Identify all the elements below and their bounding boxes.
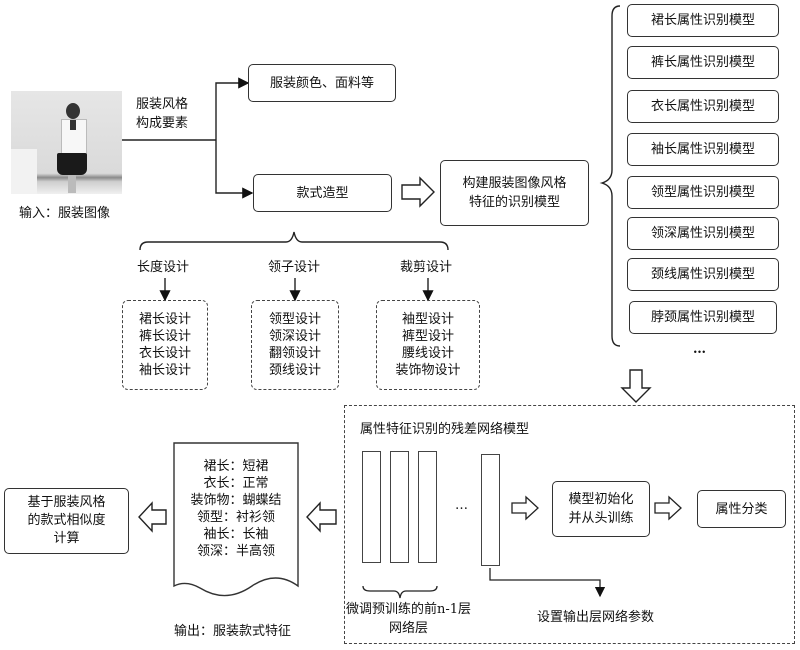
figure-skirt: [57, 153, 87, 175]
hollow-arrow-right-icon: [401, 176, 435, 208]
design-item: 颈线设计: [268, 363, 321, 378]
style-shape-box: 款式造型: [253, 174, 392, 212]
hollow-arrow-down-icon: [620, 369, 652, 403]
output-features-list: 裙长：短裙 衣长：正常 装饰物：蝴蝶结 领型：衬衫领 袖长：长袖 领深：半高领: [174, 458, 298, 560]
feature-line: 袖长：长袖: [203, 527, 269, 542]
init-training-box: 模型初始化 并从头训练: [552, 481, 650, 537]
similarity-line-1: 基于服装风格: [27, 495, 106, 510]
length-design-group: 裙长设计 裤长设计 衣长设计 袖长设计: [122, 300, 208, 390]
design-item: 翻领设计: [268, 346, 321, 361]
output-layer: [481, 454, 500, 566]
attribute-model-box: 袖长属性识别模型: [627, 133, 779, 166]
feature-line: 装饰物：蝴蝶结: [190, 493, 282, 508]
cut-design-title: 裁剪设计: [400, 260, 453, 275]
layers-brace: [362, 585, 438, 599]
feature-line: 领型：衬衫领: [196, 510, 275, 525]
attribute-model-box: 裙长属性识别模型: [627, 4, 779, 37]
output-document-shape: [173, 442, 299, 597]
output-layer-arrow: [489, 568, 606, 598]
pretrained-label-line-1: 微调预训练的前n-1层: [346, 602, 472, 617]
length-design-title: 长度设计: [137, 260, 190, 275]
layers-ellipsis: …: [455, 498, 468, 513]
more-models-ellipsis: …: [693, 342, 706, 357]
design-item: 装饰物设计: [395, 363, 461, 378]
input-clothing-image: [11, 91, 122, 194]
network-layer: [418, 451, 437, 563]
output-layer-params-label: 设置输出层网络参数: [537, 610, 655, 625]
hollow-arrow-right-icon-2: [511, 495, 539, 521]
feature-line: 裙长：短裙: [203, 459, 269, 474]
design-item: 领深设计: [268, 329, 321, 344]
design-item: 衣长设计: [138, 346, 191, 361]
style-elements-line-2: 构成要素: [136, 116, 189, 131]
collar-design-group: 领型设计 领深设计 翻领设计 颈线设计: [251, 300, 339, 390]
attribute-model-box: 裤长属性识别模型: [627, 46, 779, 79]
design-item: 袖长设计: [138, 363, 191, 378]
design-item: 裙长设计: [138, 312, 191, 327]
color-fabric-box: 服装颜色、面料等: [248, 64, 396, 102]
network-layer: [390, 451, 409, 563]
figure-legs: [68, 175, 76, 193]
input-caption: 输入：服装图像: [19, 206, 111, 221]
similarity-line-3: 计算: [53, 531, 80, 546]
hollow-arrow-right-icon-3: [654, 495, 682, 521]
figure-head: [66, 103, 80, 119]
recognition-model-box: 构建服装图像风格 特征的识别模型: [440, 160, 589, 226]
attribute-model-box: 颈线属性识别模型: [627, 258, 779, 291]
models-brace: [599, 5, 621, 347]
init-box-line-2: 并从头训练: [568, 511, 634, 526]
side-table: [11, 146, 37, 194]
pretrained-label-line-2: 网络层: [389, 621, 429, 636]
figure-bow: [70, 120, 76, 130]
attribute-model-box: 领型属性识别模型: [627, 176, 779, 209]
branch-to-shape-arrow: [215, 140, 254, 199]
output-caption: 输出：服装款式特征: [174, 624, 292, 639]
design-item: 领型设计: [268, 312, 321, 327]
design-item: 腰线设计: [401, 346, 454, 361]
network-layer: [362, 451, 381, 563]
hollow-arrow-left-icon: [306, 501, 337, 533]
branch-to-color-arrow: [215, 77, 250, 140]
hollow-arrow-left-icon-2: [138, 501, 167, 533]
pretrained-layers-label: 微调预训练的前n-1层 网络层: [346, 600, 471, 638]
attribute-classify-box: 属性分类: [697, 490, 786, 528]
similarity-calc-box: 基于服装风格 的款式相似度 计算: [4, 488, 129, 554]
style-elements-label: 服装风格 构成要素: [136, 95, 188, 133]
feature-line: 领深：半高领: [196, 544, 275, 559]
design-brace: [139, 231, 449, 251]
resnet-title: 属性特征识别的残差网络模型: [360, 422, 530, 437]
model-box-line-2: 特征的识别模型: [468, 195, 560, 210]
similarity-line-2: 的款式相似度: [27, 513, 106, 528]
attribute-model-box: 领深属性识别模型: [627, 217, 779, 250]
design-item: 裤长设计: [138, 329, 191, 344]
design-item: 袖型设计: [401, 312, 454, 327]
attribute-model-box: 衣长属性识别模型: [627, 90, 779, 123]
cut-design-group: 袖型设计 裤型设计 腰线设计 装饰物设计: [376, 300, 480, 390]
style-elements-line-1: 服装风格: [136, 97, 189, 112]
init-box-line-1: 模型初始化: [568, 492, 634, 507]
collar-design-title: 领子设计: [268, 260, 321, 275]
resnet-model-container: [344, 405, 795, 644]
model-box-line-1: 构建服装图像风格: [462, 176, 567, 191]
attribute-model-box: 脖颈属性识别模型: [629, 301, 777, 334]
feature-line: 衣长：正常: [203, 476, 269, 491]
design-item: 裤型设计: [401, 329, 454, 344]
